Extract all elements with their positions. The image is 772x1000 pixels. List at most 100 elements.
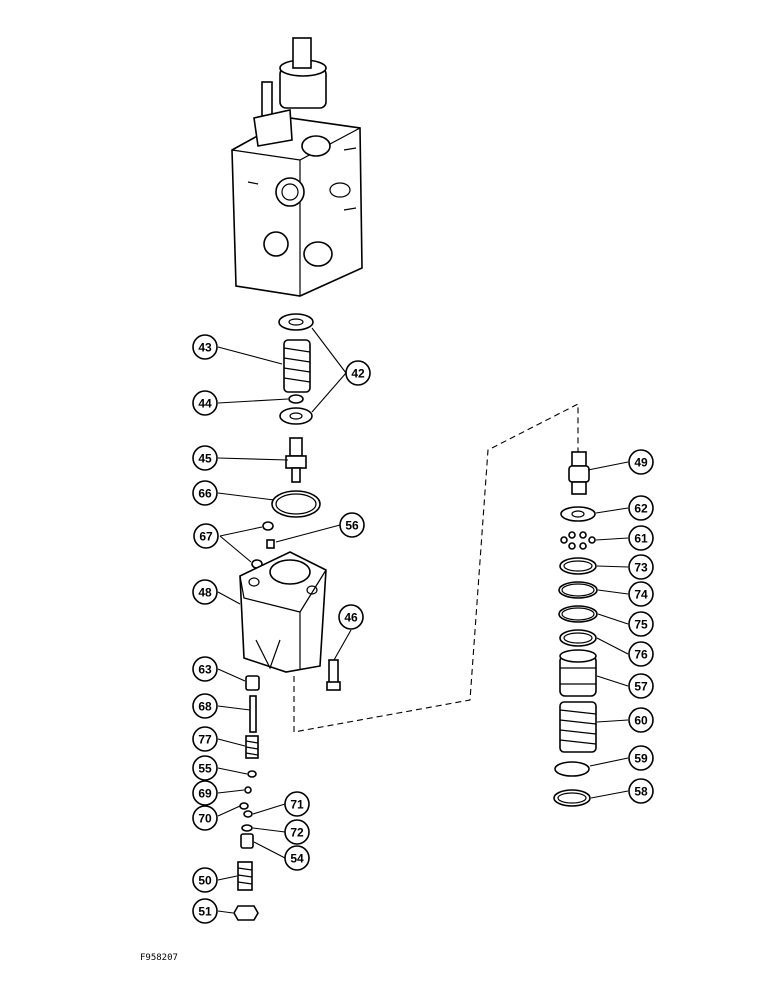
callout-67-label: 67 bbox=[199, 530, 213, 544]
part-50-adjuster bbox=[237, 861, 253, 891]
callout-59-label: 59 bbox=[634, 752, 648, 766]
callout-75: 75 bbox=[628, 611, 654, 637]
callout-55-label: 55 bbox=[198, 762, 212, 776]
dashed-assembly-line bbox=[293, 403, 579, 733]
callout-75-label: 75 bbox=[634, 618, 648, 632]
callout-48-label: 48 bbox=[198, 586, 212, 600]
callout-73-label: 73 bbox=[634, 561, 648, 575]
part-42-spring-seat-upper bbox=[278, 313, 314, 331]
callout-77: 77 bbox=[192, 726, 218, 752]
callout-56-label: 56 bbox=[345, 519, 359, 533]
callout-73: 73 bbox=[628, 554, 654, 580]
callout-63-label: 63 bbox=[198, 663, 212, 677]
part-77-spring bbox=[245, 735, 259, 759]
part-63-plug bbox=[245, 675, 260, 691]
callout-46: 46 bbox=[338, 604, 364, 630]
callout-67: 67 bbox=[193, 523, 219, 549]
callout-62: 62 bbox=[628, 495, 654, 521]
callout-57: 57 bbox=[628, 673, 654, 699]
callout-77-label: 77 bbox=[198, 733, 212, 747]
part-69-ball bbox=[244, 786, 252, 794]
callout-43-label: 43 bbox=[198, 341, 212, 355]
callout-71: 71 bbox=[284, 791, 310, 817]
callout-51: 51 bbox=[192, 898, 218, 924]
part-54-poppet bbox=[240, 833, 254, 849]
callout-69-label: 69 bbox=[198, 787, 212, 801]
callout-44-label: 44 bbox=[198, 397, 212, 411]
callout-74-label: 74 bbox=[634, 588, 648, 602]
figure-id: F958207 bbox=[140, 953, 178, 963]
part-49-detent-plug bbox=[568, 451, 590, 495]
callout-61-label: 61 bbox=[634, 532, 648, 546]
callout-66: 66 bbox=[192, 480, 218, 506]
callout-48: 48 bbox=[192, 579, 218, 605]
callout-43: 43 bbox=[192, 334, 218, 360]
callout-49: 49 bbox=[628, 449, 654, 475]
part-59-disc bbox=[554, 761, 590, 777]
part-60-spring bbox=[559, 701, 597, 753]
part-70-washer bbox=[239, 802, 249, 810]
callout-42-label: 42 bbox=[351, 367, 365, 381]
callout-60: 60 bbox=[628, 707, 654, 733]
part-66-o-ring bbox=[271, 490, 321, 518]
callout-70: 70 bbox=[192, 805, 218, 831]
callout-58-label: 58 bbox=[634, 785, 648, 799]
callout-63: 63 bbox=[192, 656, 218, 682]
part-61-balls bbox=[560, 531, 596, 550]
part-56-plug bbox=[266, 539, 275, 549]
callout-45: 45 bbox=[192, 445, 218, 471]
callout-45-label: 45 bbox=[198, 452, 212, 466]
callout-50-label: 50 bbox=[198, 874, 212, 888]
callout-51-label: 51 bbox=[198, 905, 212, 919]
callout-61: 61 bbox=[628, 525, 654, 551]
callout-68: 68 bbox=[192, 693, 218, 719]
part-74-ring bbox=[558, 581, 598, 599]
part-58-snap-ring bbox=[553, 789, 591, 807]
part-43-spring bbox=[283, 339, 311, 393]
part-62-washer bbox=[560, 506, 596, 522]
callout-54-label: 54 bbox=[290, 852, 304, 866]
callout-49-label: 49 bbox=[634, 456, 648, 470]
callout-71-label: 71 bbox=[290, 798, 304, 812]
callout-76: 76 bbox=[628, 641, 654, 667]
part-44-washer bbox=[288, 394, 304, 404]
part-68-pin bbox=[249, 695, 257, 733]
callout-69: 69 bbox=[192, 780, 218, 806]
part-72-backup-ring bbox=[241, 824, 253, 832]
callout-58: 58 bbox=[628, 778, 654, 804]
callout-66-label: 66 bbox=[198, 487, 212, 501]
part-55-ball-seat bbox=[247, 770, 257, 778]
callout-72-label: 72 bbox=[290, 826, 304, 840]
part-71-o-ring bbox=[243, 810, 253, 818]
callout-62-label: 62 bbox=[634, 502, 648, 516]
part-42-spring-seat-lower bbox=[279, 407, 313, 425]
part-57-sleeve bbox=[559, 649, 597, 697]
valve-section-assembly bbox=[231, 37, 363, 297]
callout-72: 72 bbox=[284, 819, 310, 845]
part-46-screw bbox=[326, 659, 341, 691]
callout-42: 42 bbox=[345, 360, 371, 386]
callout-50: 50 bbox=[192, 867, 218, 893]
callout-57-label: 57 bbox=[634, 680, 648, 694]
part-76-ring bbox=[559, 629, 597, 647]
callout-76-label: 76 bbox=[634, 648, 648, 662]
callout-74: 74 bbox=[628, 581, 654, 607]
part-67-seal-upper bbox=[262, 521, 274, 531]
callout-55: 55 bbox=[192, 755, 218, 781]
callout-60-label: 60 bbox=[634, 714, 648, 728]
part-45-spool-end bbox=[285, 437, 307, 483]
callout-70-label: 70 bbox=[198, 812, 212, 826]
leader-lines bbox=[217, 327, 629, 914]
callout-56: 56 bbox=[339, 512, 365, 538]
part-75-ring bbox=[558, 605, 598, 623]
part-48-housing bbox=[239, 551, 327, 673]
callout-68-label: 68 bbox=[198, 700, 212, 714]
callout-59: 59 bbox=[628, 745, 654, 771]
callout-54: 54 bbox=[284, 845, 310, 871]
part-73-ring bbox=[559, 557, 597, 575]
callout-44: 44 bbox=[192, 390, 218, 416]
part-51-nut bbox=[233, 905, 259, 921]
callout-46-label: 46 bbox=[344, 611, 358, 625]
